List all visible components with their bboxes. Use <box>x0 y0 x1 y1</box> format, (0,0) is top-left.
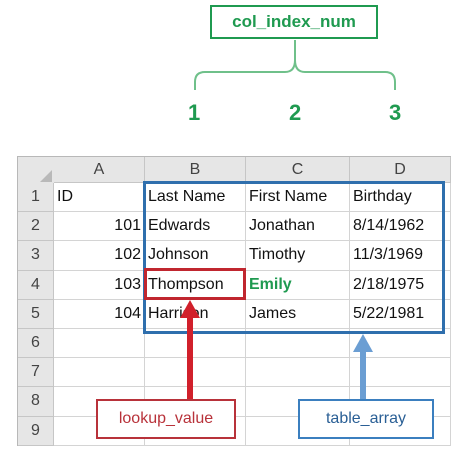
col-index-num-label: col_index_num <box>210 5 378 39</box>
col-index-brace <box>194 40 396 90</box>
row-header-2[interactable]: 2 <box>18 212 54 242</box>
cell-c1[interactable]: First Name <box>246 183 350 213</box>
cell-b9[interactable] <box>145 416 246 446</box>
cell-d4[interactable]: 2/18/1975 <box>350 270 451 300</box>
lookup-value-outline <box>144 268 246 300</box>
cell-b2[interactable]: Edwards <box>145 212 246 242</box>
row-header-6[interactable]: 6 <box>18 329 54 359</box>
row-header-4[interactable]: 4 <box>18 270 54 300</box>
column-header-c[interactable]: C <box>246 157 350 183</box>
row-header-3[interactable]: 3 <box>18 241 54 271</box>
cell-c7[interactable] <box>246 358 350 388</box>
cell-d7[interactable] <box>350 358 451 388</box>
col-number-1: 1 <box>188 100 201 125</box>
row-header-7[interactable]: 7 <box>18 358 54 388</box>
lookup-value-label: lookup_value <box>96 399 236 439</box>
cell-d5[interactable]: 5/22/1981 <box>350 299 451 329</box>
cell-c4[interactable]: Emily <box>246 270 350 300</box>
table-array-arrow-icon <box>353 334 373 400</box>
table-array-outline <box>143 181 445 334</box>
col-number-2: 2 <box>289 100 302 125</box>
column-header-a[interactable]: A <box>54 157 145 183</box>
table-array-label: table_array <box>298 399 434 439</box>
row-header-5[interactable]: 5 <box>18 299 54 329</box>
cell-b6[interactable] <box>145 329 246 359</box>
row-header-9[interactable]: 9 <box>18 416 54 446</box>
cell-d9[interactable] <box>350 416 451 446</box>
cell-c2[interactable]: Jonathan <box>246 212 350 242</box>
row-header-1[interactable]: 1 <box>18 183 54 213</box>
cell-c3[interactable]: Timothy <box>246 241 350 271</box>
cell-a6[interactable] <box>54 329 145 359</box>
cell-b1[interactable]: Last Name <box>145 183 246 213</box>
column-header-b[interactable]: B <box>145 157 246 183</box>
cell-c5[interactable]: James <box>246 299 350 329</box>
select-all-triangle-icon <box>40 170 52 182</box>
cell-c6[interactable] <box>246 329 350 359</box>
cell-d3[interactable]: 11/3/1969 <box>350 241 451 271</box>
col-number-3: 3 <box>389 100 402 125</box>
cell-a7[interactable] <box>54 358 145 388</box>
cell-d6[interactable] <box>350 329 451 359</box>
cell-b7[interactable] <box>145 358 246 388</box>
lookup-arrow-icon <box>180 300 200 400</box>
cell-d2[interactable]: 8/14/1962 <box>350 212 451 242</box>
row-header-8[interactable]: 8 <box>18 387 54 417</box>
cell-d1[interactable]: Birthday <box>350 183 451 213</box>
